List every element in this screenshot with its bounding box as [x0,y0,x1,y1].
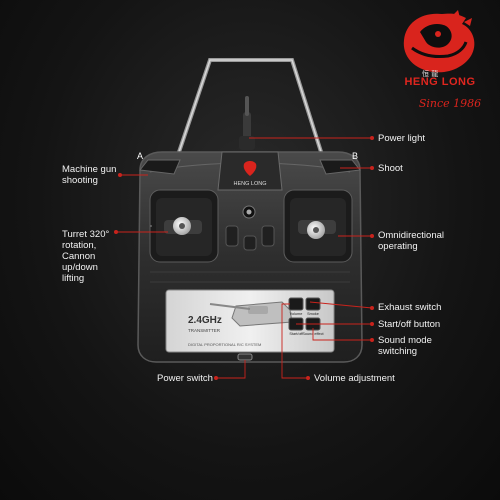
brand-slogan: Since 1986 [418,97,482,110]
callout-dots [114,136,374,380]
callout-volume: Volume adjustment [314,373,395,384]
right-joystick[interactable] [283,189,353,263]
svg-text:2.4GHz: 2.4GHz [188,315,222,326]
shoulder-label-a: A [137,151,144,161]
callout-start-off: Start/off button [378,319,441,330]
shoulder-button-b[interactable] [319,159,361,175]
svg-text:HENG LONG: HENG LONG [233,181,266,187]
callout-omnidirectional: Omnidirectional operating [378,230,444,252]
svg-text:Sound effect: Sound effect [302,332,324,336]
callout-turret: Turret 320° rotation, Cannon up/down lif… [62,229,110,284]
svg-text:Start/off: Start/off [289,332,303,336]
svg-text:恒 龍: 恒 龍 [422,69,438,78]
left-joystick[interactable] [149,189,219,263]
callout-machine-gun: Machine gun shooting [62,164,117,186]
power-light [242,205,256,219]
svg-text:Volume: Volume [290,312,303,316]
callout-shoot: Shoot [378,163,403,174]
antenna [239,96,255,150]
svg-text:TRANSMITTER: TRANSMITTER [188,328,221,333]
svg-text:DIGITAL PROPORTIONAL R/C SYSTE: DIGITAL PROPORTIONAL R/C SYSTEM [188,342,261,347]
callout-power-switch: Power switch [157,373,213,384]
shoulder-label-b: B [352,151,359,161]
dragon-logo-icon: 恒 龍 [403,10,475,78]
panel-button-smoke[interactable] [305,297,321,311]
carry-handle [176,58,324,156]
callout-exhaust-switch: Exhaust switch [378,302,442,313]
brand-name: HENG LONG [404,76,476,88]
callout-power-light: Power light [378,133,425,144]
callout-sound-mode: Sound mode switching [378,335,432,357]
svg-text:Smoke: Smoke [307,312,319,316]
brand-logo: 恒 龍 [392,8,492,120]
callout-lines [116,137,373,379]
panel-button-volume[interactable] [288,297,304,311]
shoulder-button-a[interactable] [139,159,181,175]
power-switch[interactable] [237,353,253,361]
center-trim-switches[interactable] [225,225,275,251]
body-ridges [150,271,350,283]
